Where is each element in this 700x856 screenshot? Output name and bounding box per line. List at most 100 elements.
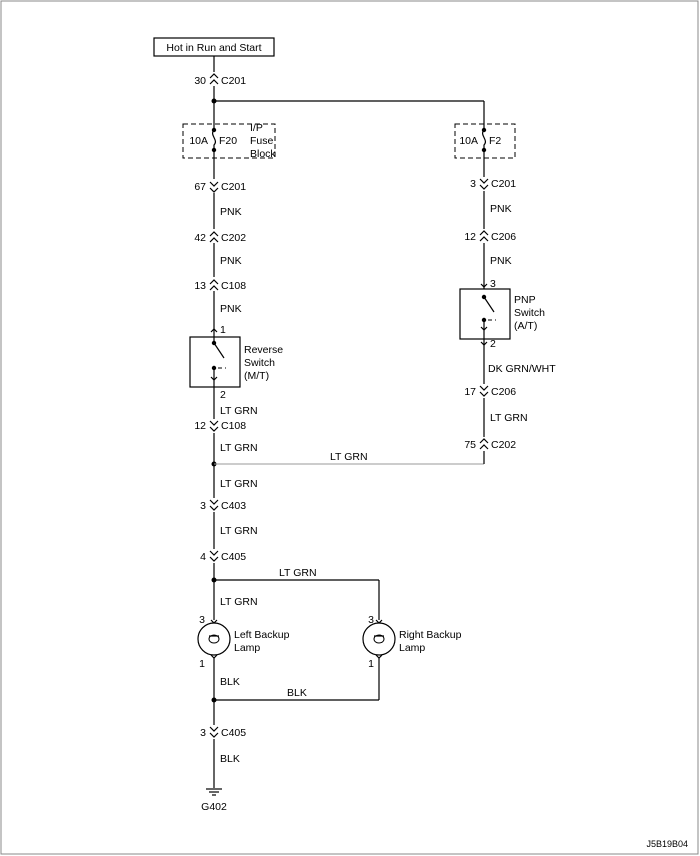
lamp-terminal-arrow — [210, 654, 218, 659]
connector-name: C405 — [221, 551, 246, 563]
fuse-block-label: Fuse — [250, 135, 274, 147]
wire-color-label: LT GRN — [330, 451, 368, 463]
lamp-pin: 1 — [199, 658, 205, 670]
connector-pin: 4 — [200, 551, 206, 563]
wire-color-label: BLK — [220, 676, 240, 688]
wire-color-label: LT GRN — [220, 405, 258, 417]
connector-pin: 3 — [200, 727, 206, 739]
wire-color-label: DK GRN/WHT — [488, 363, 556, 375]
switch-label: Switch — [244, 357, 275, 369]
wire-color-label: LT GRN — [220, 442, 258, 454]
connector-pin: 67 — [194, 181, 206, 193]
wire-color-label: BLK — [220, 753, 240, 765]
connector-pin: 3 — [200, 500, 206, 512]
switch-pin: 2 — [220, 389, 226, 401]
switch-blade — [213, 342, 225, 359]
fuse-rating: 10A — [189, 135, 208, 147]
wire-color-label: PNK — [220, 303, 242, 315]
connector-name: C108 — [221, 280, 246, 292]
power-source-label: Hot in Run and Start — [166, 42, 261, 54]
switch-terminal-arrow — [210, 376, 218, 381]
connector-symbol — [479, 178, 489, 190]
fuse-block-outline — [182, 123, 276, 159]
lamp-filament — [373, 634, 385, 644]
connector-pin: 13 — [194, 280, 206, 292]
lamp-pin: 3 — [368, 614, 374, 626]
switch-blade — [483, 296, 495, 313]
wire-color-label: PNK — [490, 203, 512, 215]
connector-symbol — [209, 726, 219, 738]
lamp-label: Lamp — [399, 642, 425, 654]
lamp-pin: 1 — [368, 658, 374, 670]
connector-name: C206 — [491, 386, 516, 398]
wire-color-label: PNK — [490, 255, 512, 267]
connector-symbol — [209, 231, 219, 243]
fuse-element — [211, 129, 217, 150]
connector-symbol — [209, 550, 219, 562]
connector-name: C202 — [221, 232, 246, 244]
wire-color-label: LT GRN — [220, 478, 258, 490]
wire-color-label: LT GRN — [490, 412, 528, 424]
lamp-filament — [208, 634, 220, 644]
switch-terminal-arrow — [480, 326, 488, 331]
switch-label: (A/T) — [514, 320, 537, 332]
connector-pin: 75 — [464, 439, 476, 451]
connector-pin: 17 — [464, 386, 476, 398]
wire-color-label: LT GRN — [220, 525, 258, 537]
connector-pin: 30 — [194, 75, 206, 87]
lamp-pin: 3 — [199, 614, 205, 626]
figure-code: J5B19B04 — [646, 839, 688, 849]
ground-symbol — [206, 788, 222, 796]
wire-color-label: PNK — [220, 255, 242, 267]
switch-terminal-arrow — [210, 328, 218, 333]
fuse-rating: 10A — [459, 135, 478, 147]
fuse-id: F2 — [489, 135, 501, 147]
fuse-block-label: Block — [250, 148, 276, 160]
fuse-element — [481, 129, 487, 150]
switch-label: Reverse — [244, 344, 283, 356]
wire-color-label: LT GRN — [279, 567, 317, 579]
connector-name: C108 — [221, 420, 246, 432]
connector-pin: 3 — [470, 178, 476, 190]
lamp-label: Left Backup — [234, 629, 290, 641]
connector-name: C201 — [491, 178, 516, 190]
switch-label: Switch — [514, 307, 545, 319]
connector-pin: 12 — [194, 420, 206, 432]
connector-symbol — [479, 230, 489, 242]
connector-symbol — [479, 438, 489, 450]
switch-label: (M/T) — [244, 370, 269, 382]
connector-symbol — [209, 279, 219, 291]
connector-symbol — [209, 181, 219, 193]
connector-name: C405 — [221, 727, 246, 739]
ground-label: G402 — [201, 801, 227, 813]
connector-pin: 12 — [464, 231, 476, 243]
connector-symbol — [479, 385, 489, 397]
connector-name: C206 — [491, 231, 516, 243]
switch-pin: 3 — [490, 278, 496, 290]
switch-label: PNP — [514, 294, 536, 306]
lamp-label: Right Backup — [399, 629, 462, 641]
connector-name: C201 — [221, 75, 246, 87]
wire-color-label: LT GRN — [220, 596, 258, 608]
connector-name: C201 — [221, 181, 246, 193]
fuse-block-label: I/P — [250, 122, 263, 134]
right-lamp-bulb — [362, 622, 396, 656]
connector-symbol — [209, 499, 219, 511]
lamp-label: Lamp — [234, 642, 260, 654]
connector-pin: 42 — [194, 232, 206, 244]
fuse-id: F20 — [219, 135, 237, 147]
switch-terminal-arrow — [480, 283, 488, 288]
connector-symbol — [209, 420, 219, 432]
fuse-outline — [454, 123, 516, 159]
left-lamp-bulb — [197, 622, 231, 656]
connector-name: C202 — [491, 439, 516, 451]
connector-name: C403 — [221, 500, 246, 512]
wire-color-label: PNK — [220, 206, 242, 218]
connector-symbol — [209, 73, 219, 85]
switch-pin: 1 — [220, 324, 226, 336]
wire-color-label: BLK — [287, 687, 307, 699]
switch-pin: 2 — [490, 338, 496, 350]
